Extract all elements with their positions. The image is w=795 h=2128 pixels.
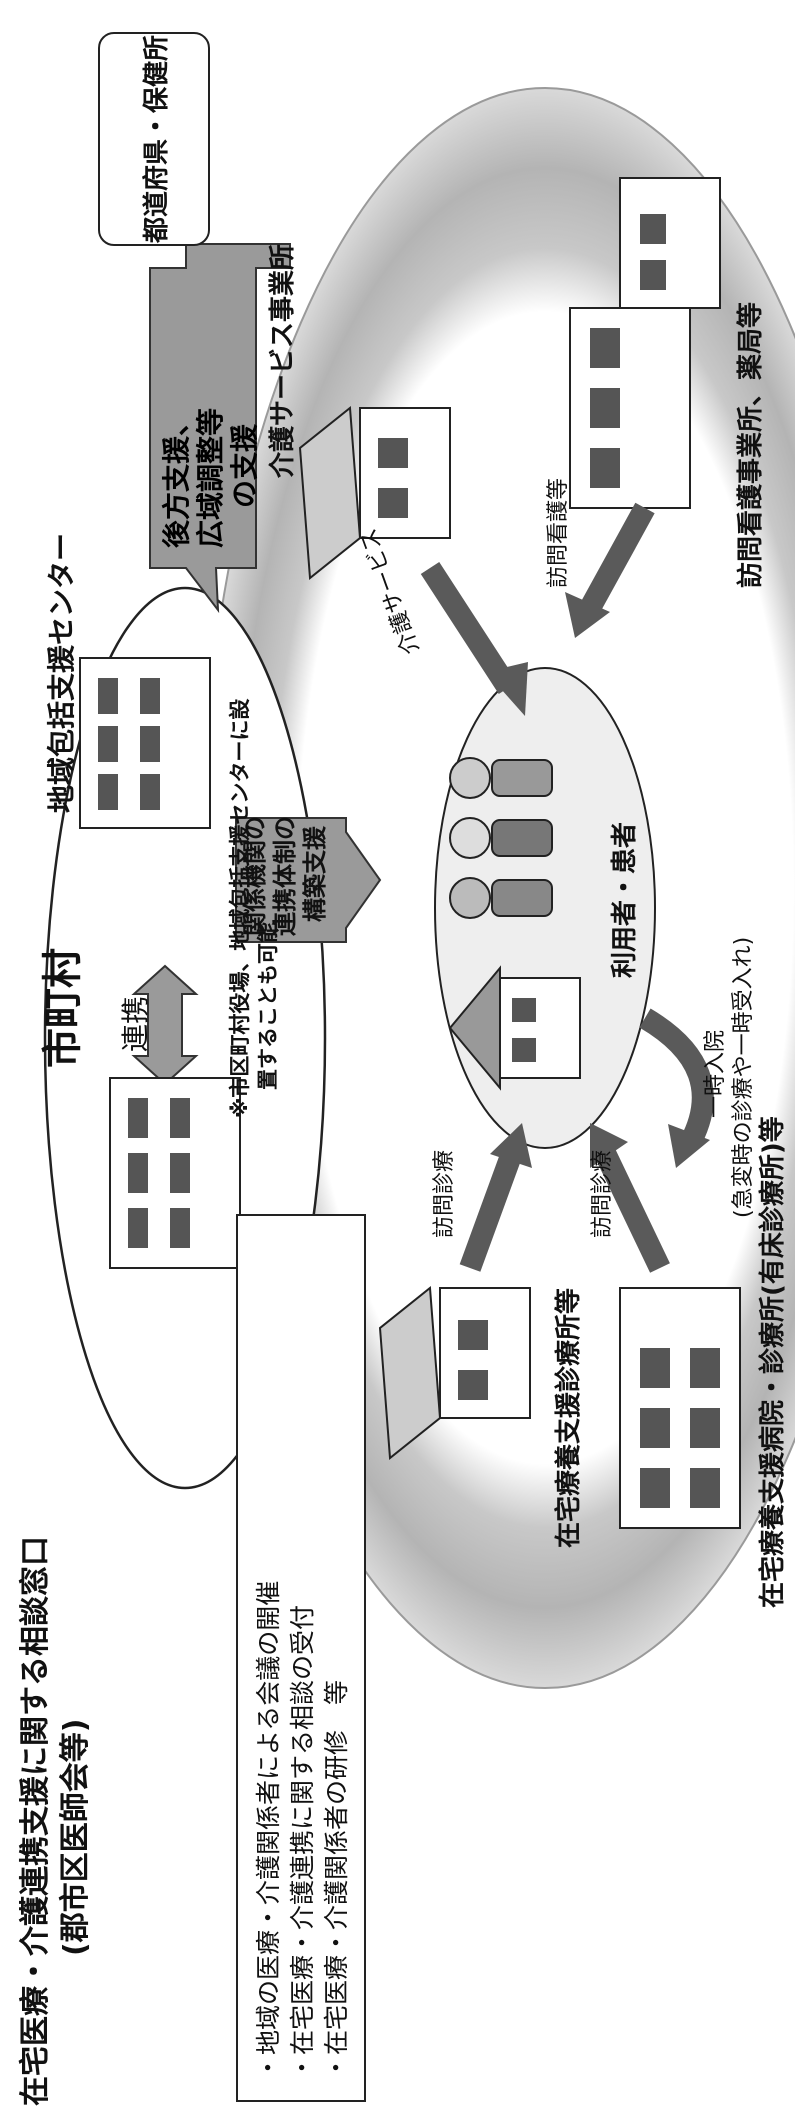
title-line-2: (郡市区医師会等) xyxy=(58,1718,93,1956)
nurse-station-building-icon xyxy=(569,307,691,509)
renkei-label: 連携 xyxy=(119,995,152,1052)
consultation-window-title: 在宅医療・介護連携支援に関する相談窓口 (郡市区医師会等) xyxy=(16,1536,96,2106)
visiting-nurse-arrow xyxy=(565,502,655,638)
prefecture-support-arrow xyxy=(149,243,291,614)
hospital-building-icon xyxy=(619,1287,741,1529)
home-clinic-building-icon xyxy=(378,1286,531,1460)
renkei-double-arrow xyxy=(131,964,199,1086)
prefecture-support-line-3: の支援 xyxy=(228,423,261,508)
prefecture-box: 都道府県・保健所 xyxy=(98,32,210,246)
visit-medical-arrow-1 xyxy=(459,1123,532,1272)
prefecture-support-line-1: 後方支援、 xyxy=(160,407,193,548)
admission-label: 一時入院 (急変時の診療や一時受入れ) xyxy=(702,937,758,1218)
admission-curved-arrow xyxy=(639,1008,714,1168)
community-center-label: 地域包括支援センター xyxy=(45,532,78,813)
visit-medical-arrow-2 xyxy=(590,1123,670,1273)
family-people-icon xyxy=(449,757,553,919)
prefecture-box-label: 都道府県・保健所 xyxy=(141,35,172,244)
prefecture-support-line-2: 広域調整等 xyxy=(194,407,227,548)
center-support-line-2: 連携体制の xyxy=(271,816,299,936)
center-support-arrow xyxy=(235,817,382,943)
activities-box: ・地域の医療・介護関係者による会議の開催 ・在宅医療・介護連携に関する相談の受付… xyxy=(236,1214,366,2102)
activity-line-1: ・地域の医療・介護関係者による会議の開催 xyxy=(254,1580,283,2080)
visit-medical-label-2: 訪問診療 xyxy=(590,1149,615,1238)
municipal-office-building-icon xyxy=(109,1077,241,1269)
visit-medical-label-1: 訪問診療 xyxy=(432,1149,457,1238)
center-support-text: 関係機関の 連携体制の 構築支援 xyxy=(240,816,330,936)
admission-line-1: 一時入院 xyxy=(703,1029,728,1118)
prefecture-support-text: 後方支援、 広域調整等 の支援 xyxy=(160,408,262,548)
user-label: 利用者・患者 xyxy=(610,821,640,978)
nurse-station-label: 訪問看護事業所、薬局等 xyxy=(736,301,766,588)
user-home-house-icon xyxy=(448,965,581,1091)
activity-line-3: ・在宅医療・介護関係者の研修 等 xyxy=(322,1679,351,2080)
activity-line-2: ・在宅医療・介護連携に関する相談の受付 xyxy=(288,1604,317,2080)
care-office-label: 介護サービス事業所 xyxy=(268,243,298,478)
center-support-line-1: 関係機関の xyxy=(241,816,269,936)
title-line-1: 在宅医療・介護連携支援に関する相談窓口 xyxy=(18,1536,53,2106)
admission-line-2: (急変時の診療や一時受入れ) xyxy=(731,936,756,1218)
care-service-arrow xyxy=(420,562,528,716)
care-office-building-icon xyxy=(298,406,451,580)
center-support-line-3: 構築支援 xyxy=(301,826,329,922)
community-center-building-icon xyxy=(79,657,211,829)
home-clinic-label: 在宅療養支援診療所等 xyxy=(554,1287,584,1548)
pharmacy-building-icon xyxy=(619,177,721,309)
visiting-nurse-label: 訪問看護等 xyxy=(546,477,571,588)
municipality-label: 市町村 xyxy=(39,948,86,1068)
